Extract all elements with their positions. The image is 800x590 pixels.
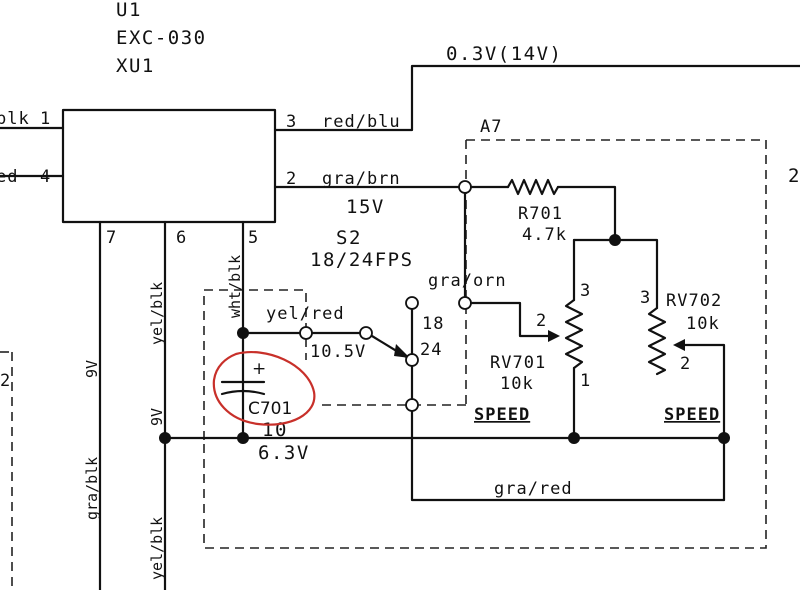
wire-label-wht-blk: wht/blk — [226, 255, 244, 318]
switch-pos-24: 24 — [420, 340, 442, 360]
r701-name: R701 — [518, 204, 563, 224]
board-edge-mark: 2 — [788, 165, 800, 187]
wire-label-blk: blk — [0, 109, 30, 129]
annotation-circle-c701 — [212, 351, 316, 426]
switch-terminal-yel-red-b — [359, 326, 373, 340]
ic-name-u1: U1 — [116, 0, 142, 21]
rv702-name: RV702 — [666, 291, 722, 311]
rv701-pin3: 3 — [580, 281, 591, 301]
c701-name: C701 — [248, 399, 292, 419]
wire-label-yel-blk-b: yel/blk — [148, 517, 166, 580]
pin7-number: 7 — [106, 228, 117, 248]
wire-to-rv701-wiper — [469, 301, 550, 338]
terminal-a7-input — [458, 180, 472, 194]
wire-label-gra-blk: gra/blk — [83, 457, 101, 520]
wire-label-yel-blk-a: yel/blk — [148, 282, 166, 345]
junction-rv701-ground — [568, 432, 580, 444]
wire-label-yel-red: yel/red — [266, 304, 345, 324]
pin2-number: 2 — [286, 169, 297, 189]
voltage-top: 0.3V(14V) — [446, 43, 562, 65]
switch-terminal-18 — [405, 296, 419, 310]
rv702-value: 10k — [686, 314, 720, 334]
rv701-wiper-arrow — [548, 330, 560, 342]
pin3-number: 3 — [286, 112, 297, 132]
ic-name-part: EXC-030 — [116, 27, 207, 49]
voltage-10v5: 10.5V — [310, 342, 366, 362]
wire-label-gra-orn: gra/orn — [428, 271, 507, 291]
switch-pos-18: 18 — [422, 314, 444, 334]
switch-enclosure — [203, 289, 307, 440]
resistor-r701 — [506, 178, 560, 196]
rv702-speed-label: SPEED — [664, 405, 720, 425]
pin5-number: 5 — [248, 228, 259, 248]
pin3-wire — [273, 64, 800, 132]
switch-s2-arrow — [394, 344, 410, 358]
rv701-pin2: 2 — [536, 311, 547, 331]
switch-desc: 18/24FPS — [310, 249, 414, 271]
left-fragment-mark: 2 — [0, 371, 11, 391]
resistor-rv702 — [647, 306, 667, 376]
wire-label-gra-brn: gra/brn — [322, 169, 401, 189]
wire-label-red-blu: red/blu — [322, 112, 401, 132]
rv701-value: 10k — [500, 374, 534, 394]
switch-terminal-common — [405, 398, 419, 412]
capacitor-c701-plate-bottom — [220, 389, 266, 396]
switch-terminal-yel-red-a — [299, 326, 313, 340]
ic-name-socket: XU1 — [116, 55, 155, 77]
pin4-number: 4 — [40, 167, 51, 187]
pin6-number: 6 — [176, 228, 187, 248]
voltage-6v3: 6.3V — [258, 442, 310, 464]
voltage-15v: 15V — [346, 196, 385, 218]
r701-value: 4.7k — [522, 225, 567, 245]
resistor-rv701 — [564, 298, 584, 370]
switch-terminal-24 — [405, 353, 419, 367]
rv701-speed-label: SPEED — [474, 405, 530, 425]
board-label-a7: A7 — [480, 117, 502, 137]
rv701-pin1: 1 — [580, 371, 591, 391]
c701-plus: + — [252, 359, 266, 379]
wire-gra-red — [410, 410, 726, 502]
rv702-wiper-arrow — [673, 339, 685, 351]
switch-terminal-gra-orn — [458, 296, 472, 310]
rv702-pin2: 2 — [680, 354, 691, 374]
wire-label-gra-red: gra/red — [494, 479, 573, 499]
wire-label-9v-b: 9V — [83, 360, 101, 378]
wire-label-9v: 9V — [148, 408, 166, 426]
wire-label-red-left: ed — [0, 167, 18, 187]
rv701-name: RV701 — [490, 353, 546, 373]
ic-u1-body — [61, 108, 277, 224]
switch-name-s2: S2 — [336, 227, 362, 249]
pin1-number: 1 — [40, 109, 51, 129]
board-a7-outline — [203, 139, 767, 549]
rv702-wiper-lead — [683, 343, 726, 502]
rv702-pin3: 3 — [640, 288, 651, 308]
